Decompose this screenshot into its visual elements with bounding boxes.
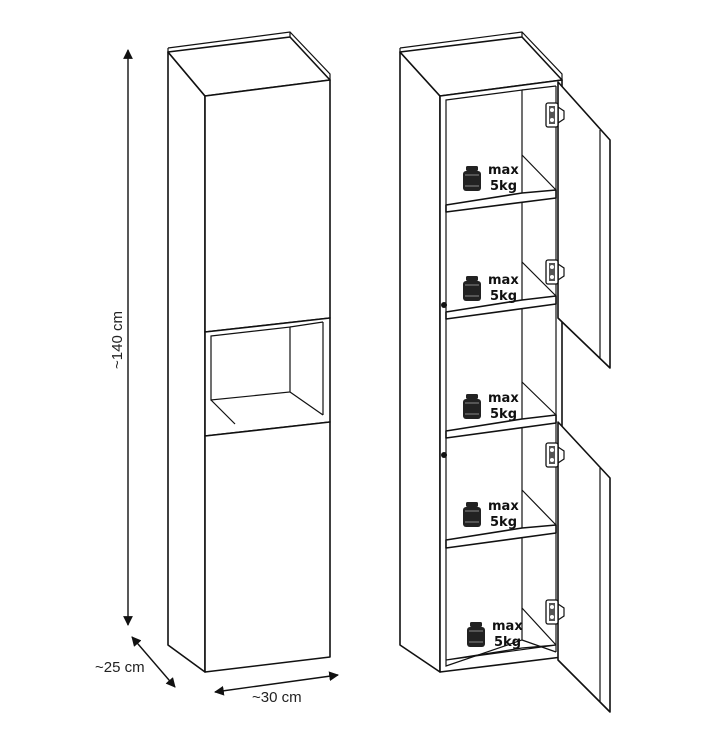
upper-door	[204, 79, 331, 333]
cabinet-closed	[167, 31, 331, 673]
load-label-3: max 5kg	[463, 391, 519, 422]
shelf-4	[445, 489, 557, 549]
load-label-5: max 5kg	[467, 619, 523, 650]
load-weight: 5kg	[490, 407, 517, 422]
load-label-4: max 5kg	[463, 499, 519, 530]
width-arrow-icon	[214, 671, 339, 696]
open-niche	[204, 317, 331, 437]
lower-door	[204, 421, 331, 673]
width-dimension: ~30 cm	[214, 671, 339, 706]
load-max: max	[488, 163, 519, 178]
lower-door-open	[557, 421, 611, 713]
depth-label: ~25 cm	[95, 659, 145, 676]
depth-arrow-icon	[131, 636, 176, 688]
load-label-1: max 5kg	[463, 163, 519, 194]
cabinet-open	[399, 31, 611, 713]
shelf-1	[445, 154, 557, 213]
load-weight: 5kg	[490, 179, 517, 194]
load-max: max	[492, 619, 523, 634]
height-dimension: ~140 cm	[109, 49, 133, 626]
shelf-3	[445, 381, 557, 439]
shelf-2	[445, 261, 557, 320]
load-label-2: max 5kg	[463, 273, 519, 304]
cabinet-side-panel	[167, 51, 206, 673]
shelf-5	[445, 607, 557, 661]
upper-door-open	[557, 81, 611, 369]
load-max: max	[488, 391, 519, 406]
open-cabinet-side-panel	[399, 51, 441, 673]
load-weight: 5kg	[494, 635, 521, 650]
load-weight: 5kg	[490, 515, 517, 530]
height-label: ~140 cm	[109, 311, 126, 369]
width-label: ~30 cm	[252, 689, 302, 706]
load-weight: 5kg	[490, 289, 517, 304]
depth-dimension: ~25 cm	[95, 636, 176, 688]
load-max: max	[488, 499, 519, 514]
load-max: max	[488, 273, 519, 288]
